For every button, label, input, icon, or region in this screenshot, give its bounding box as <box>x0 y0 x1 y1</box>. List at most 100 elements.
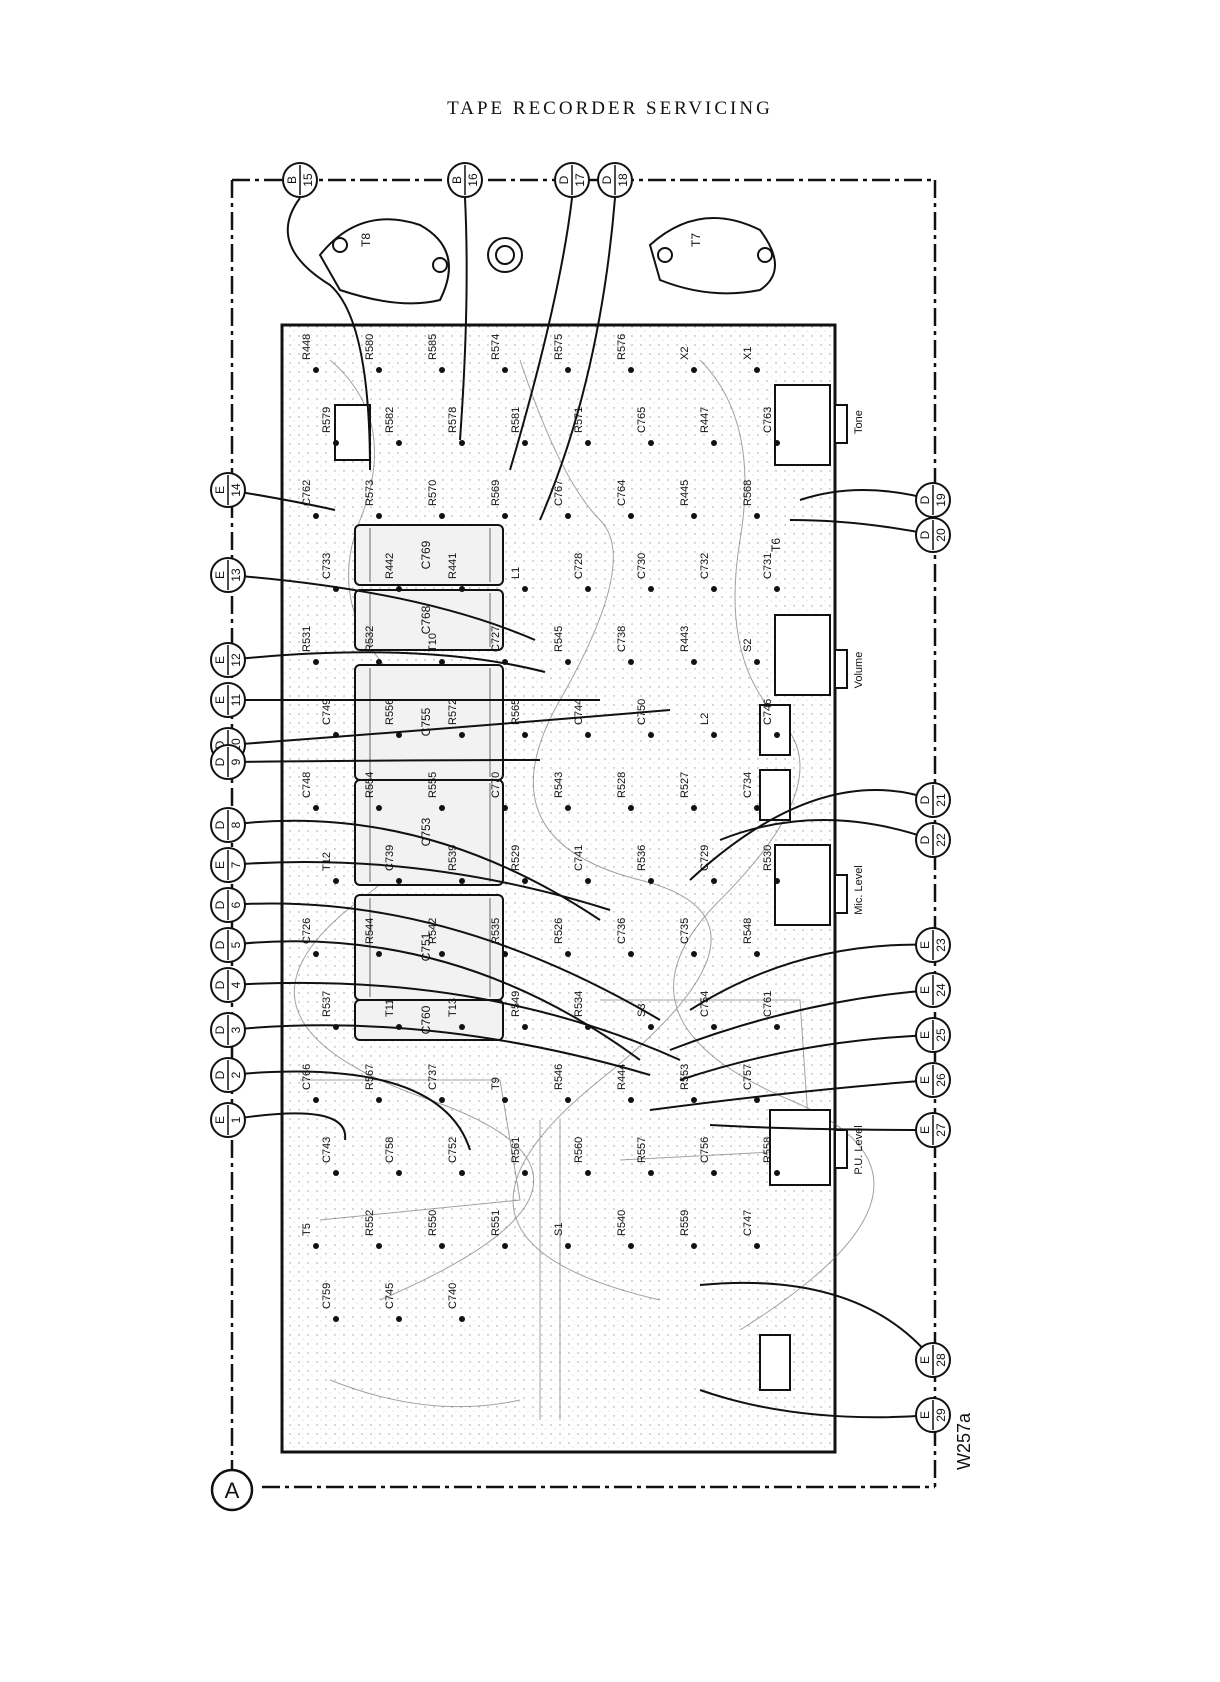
component-label: R579 <box>321 407 333 433</box>
solder-pad <box>754 1097 760 1103</box>
solder-pad <box>376 1243 382 1249</box>
solder-pad <box>313 513 319 519</box>
connector-letter: E <box>918 1031 932 1039</box>
component-label: R558 <box>762 1137 774 1163</box>
solder-pad <box>439 1243 445 1249</box>
component-label: R527 <box>679 772 691 798</box>
solder-pad <box>585 732 591 738</box>
connector-wires <box>227 197 934 1419</box>
solder-pad <box>628 659 634 665</box>
connector-letter: D <box>918 835 932 844</box>
solder-pad <box>628 513 634 519</box>
connector-letter: E <box>918 941 932 949</box>
component-label: R532 <box>364 626 376 652</box>
connector-number: 18 <box>616 173 630 187</box>
component-label: C744 <box>573 699 585 725</box>
component-label: R531 <box>301 626 313 652</box>
solder-pad <box>522 878 528 884</box>
component-label: C767 <box>553 480 565 506</box>
component-label: R542 <box>427 918 439 944</box>
component-label: R568 <box>742 480 754 506</box>
connector-letter: E <box>213 486 227 494</box>
component-label: R559 <box>679 1210 691 1236</box>
connector-letter: D <box>918 530 932 539</box>
connector-letter: B <box>285 176 299 184</box>
connector-number: 2 <box>229 1071 243 1078</box>
connector-letter: D <box>213 820 227 829</box>
component-label: C765 <box>636 407 648 433</box>
solder-pad <box>522 440 528 446</box>
component-label: R540 <box>616 1210 628 1236</box>
component-label: R571 <box>573 407 585 433</box>
solder-pad <box>711 440 717 446</box>
component-label: R528 <box>616 772 628 798</box>
large-capacitors <box>354 524 504 1041</box>
solder-pad <box>565 951 571 957</box>
solder-pad <box>396 732 402 738</box>
solder-pad <box>774 586 780 592</box>
solder-pad <box>774 1024 780 1030</box>
component-label: T9 <box>490 1077 502 1090</box>
connector-number: 16 <box>466 173 480 187</box>
component-label: R526 <box>553 918 565 944</box>
control-label: Mic. Level <box>853 865 865 915</box>
connector-letter: E <box>918 986 932 994</box>
component-label: R575 <box>553 334 565 360</box>
solder-pad <box>502 805 508 811</box>
solder-pad <box>439 951 445 957</box>
solder-pad <box>691 805 697 811</box>
solder-pad <box>648 586 654 592</box>
component-label: R555 <box>427 772 439 798</box>
component-label: C749 <box>321 699 333 725</box>
solder-pad <box>691 659 697 665</box>
solder-pad <box>585 440 591 446</box>
connector-letter: D <box>213 980 227 989</box>
solder-pad <box>565 1243 571 1249</box>
component-label: C727 <box>490 626 502 652</box>
component-label: R551 <box>490 1210 502 1236</box>
solder-pad <box>691 1243 697 1249</box>
solder-pad <box>313 1243 319 1249</box>
solder-pad <box>711 586 717 592</box>
connector-number: 27 <box>934 1123 948 1137</box>
component-label: R545 <box>553 626 565 652</box>
component-label: C752 <box>447 1137 459 1163</box>
solder-pad <box>754 513 760 519</box>
component-label: R445 <box>679 480 691 506</box>
component-label: R561 <box>510 1137 522 1163</box>
solder-pad <box>439 513 445 519</box>
capacitor-label: C769 <box>419 540 433 569</box>
component-label: C757 <box>742 1064 754 1090</box>
solder-pad <box>711 1024 717 1030</box>
component-label: R574 <box>490 334 502 360</box>
component-label: S1 <box>553 1223 565 1236</box>
component-label: C759 <box>321 1283 333 1309</box>
component-label: R573 <box>364 480 376 506</box>
component-label: C748 <box>301 772 313 798</box>
component-label: R569 <box>490 480 502 506</box>
solder-pad <box>628 1097 634 1103</box>
solder-pad <box>585 878 591 884</box>
component-label: S2 <box>742 639 754 652</box>
solder-pad <box>333 1024 339 1030</box>
